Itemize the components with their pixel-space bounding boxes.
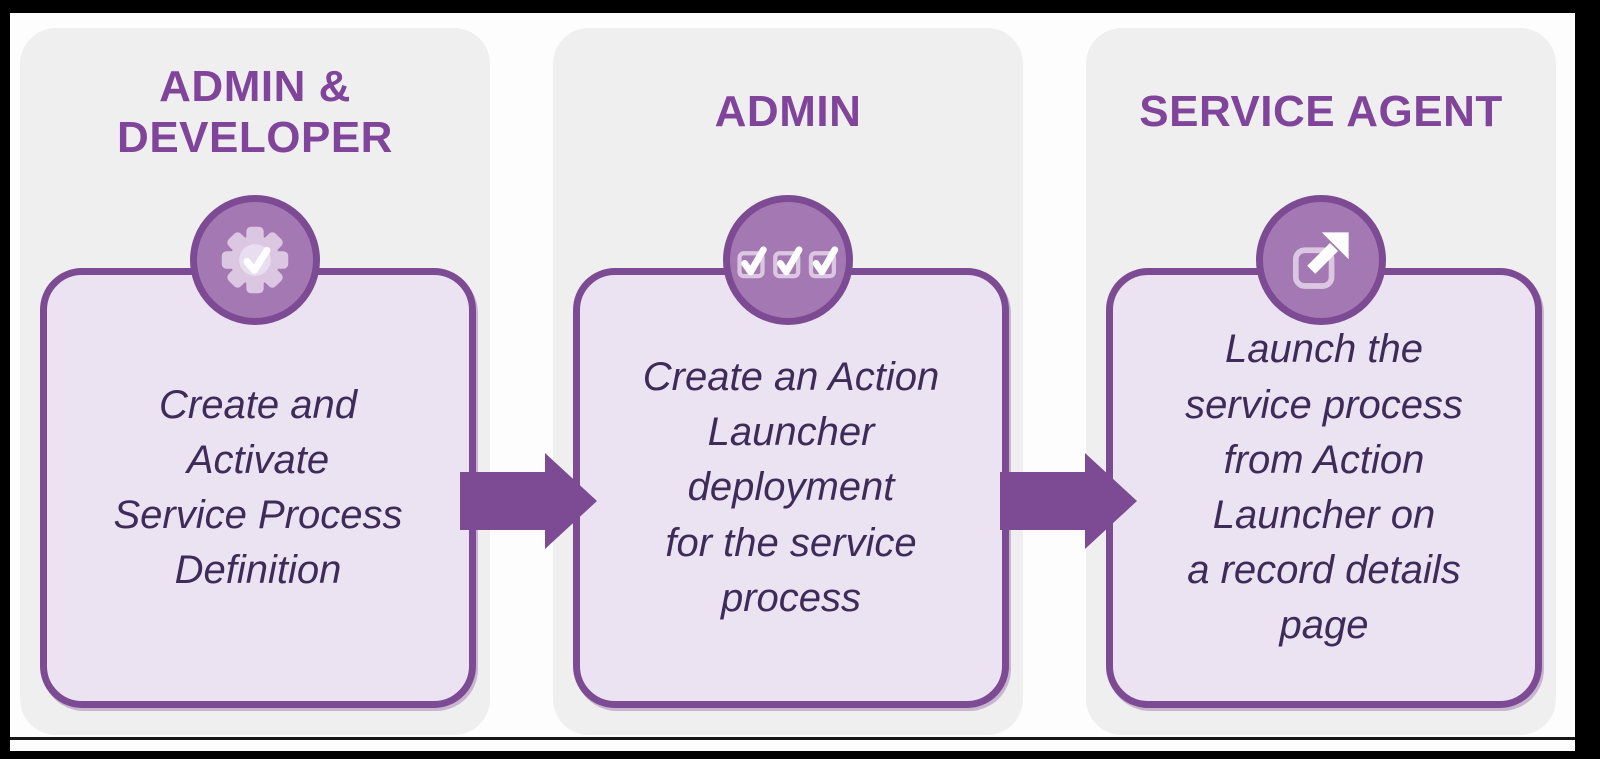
diagram-canvas: ADMIN & DEVELOPER Create and Activate Se… [10, 13, 1575, 751]
step-description: Create an Action Launcher deployment for… [642, 355, 940, 620]
role-heading: ADMIN & DEVELOPER [117, 61, 393, 162]
icon-circle [190, 195, 320, 325]
flow-arrow-icon [1000, 453, 1137, 549]
icon-circle [1256, 195, 1386, 325]
step-description: Create and Activate Service Process Defi… [113, 382, 403, 593]
role-columns: ADMIN & DEVELOPER Create and Activate Se… [20, 28, 1556, 735]
column-service-agent: SERVICE AGENT Launch the service process… [1086, 28, 1556, 735]
step-panel: Create and Activate Service Process Defi… [40, 268, 476, 708]
gear-check-icon [221, 226, 289, 294]
role-heading: SERVICE AGENT [1139, 87, 1503, 137]
column-admin: ADMIN Create an Action Launcher deployme… [553, 28, 1023, 735]
checklist-icon [737, 246, 839, 279]
column-admin-developer: ADMIN & DEVELOPER Create and Activate Se… [20, 28, 490, 735]
launch-icon [1292, 232, 1349, 289]
flow-arrow-icon [460, 453, 597, 549]
step-panel: Launch the service process from Action L… [1106, 268, 1542, 708]
role-heading: ADMIN [714, 87, 862, 137]
step-description: Launch the service process from Action L… [1185, 327, 1463, 648]
icon-circle [723, 195, 853, 325]
bottom-divider [10, 737, 1575, 740]
step-panel: Create an Action Launcher deployment for… [573, 268, 1009, 708]
